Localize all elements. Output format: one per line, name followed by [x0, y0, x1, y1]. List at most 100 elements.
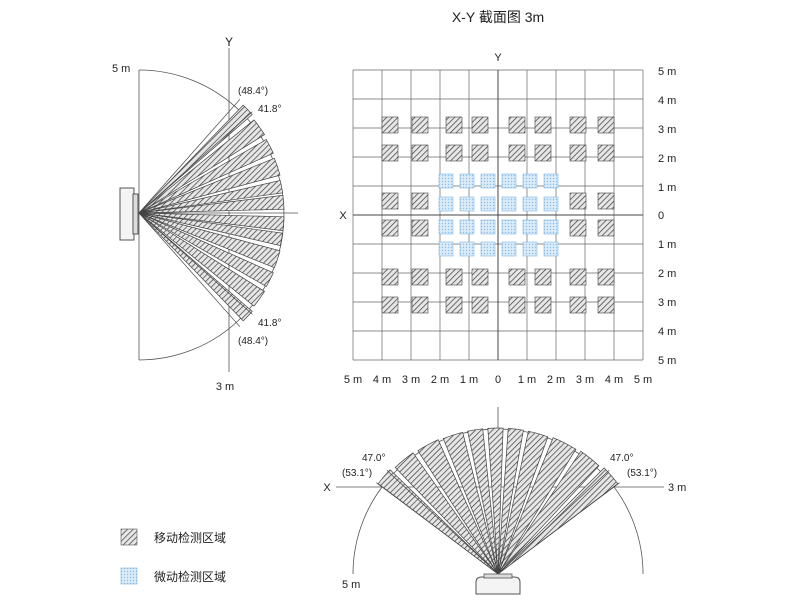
- side-beam: [138, 139, 274, 214]
- micro-zone: [459, 196, 475, 212]
- top-view-beams: [376, 427, 620, 575]
- micro-zone: [522, 241, 538, 257]
- micro-zone: [501, 173, 517, 189]
- top-right-outer-angle: (53.1°): [627, 468, 657, 479]
- motion-zone: [445, 116, 463, 134]
- motion-zone: [471, 296, 489, 314]
- top-sensor-body: [475, 576, 521, 595]
- motion-zone: [471, 268, 489, 286]
- grid-right-tick: 3 m: [658, 297, 676, 309]
- micro-zone: [522, 173, 538, 189]
- motion-zone: [411, 219, 429, 237]
- motion-zone: [508, 144, 526, 162]
- grid-right-tick: 3 m: [658, 124, 676, 136]
- side-beam: [138, 157, 281, 214]
- top-beam: [487, 427, 504, 575]
- side-sensor-body: [119, 187, 135, 241]
- top-left-inner-angle: 47.0°: [362, 453, 385, 464]
- side-angle-ray: [138, 111, 253, 214]
- motion-zone: [411, 268, 429, 286]
- micro-zone: [543, 173, 559, 189]
- grid-right-tick: 5 m: [658, 355, 676, 367]
- motion-zone: [508, 296, 526, 314]
- legend: 移动检测区域 微动检测区域: [120, 528, 226, 585]
- micro-zone: [543, 241, 559, 257]
- motion-zone: [381, 296, 399, 314]
- side-beam: [138, 212, 253, 322]
- side-angle-ray: [138, 212, 253, 315]
- grid-bottom-tick: 1 m: [460, 374, 478, 386]
- top-angle-ray: [497, 470, 610, 575]
- micro-zone: [522, 196, 538, 212]
- top-x-label: X: [323, 482, 331, 494]
- grid-right-tick: 4 m: [658, 95, 676, 107]
- side-beam: [138, 212, 285, 232]
- grid-right-tick: 1 m: [658, 239, 676, 251]
- grid-right-tick: 0: [658, 210, 664, 222]
- motion-zone: [381, 144, 399, 162]
- grid-bottom-tick: 2 m: [547, 374, 565, 386]
- micro-zone: [480, 219, 496, 235]
- motion-zone: [381, 268, 399, 286]
- grid-bottom-tick: 3 m: [402, 374, 420, 386]
- top-left-outer-angle: (53.1°): [342, 468, 372, 479]
- motion-zone: [569, 144, 587, 162]
- micro-zone: [459, 219, 475, 235]
- top-sensor-lens: [483, 573, 513, 579]
- top-beam: [467, 428, 499, 575]
- side-beam: [138, 212, 281, 269]
- motion-zone: [445, 296, 463, 314]
- motion-zone: [534, 144, 552, 162]
- micro-zone: [438, 173, 454, 189]
- side-beam: [138, 212, 274, 287]
- top-radius-label: 5 m: [342, 579, 360, 591]
- grid-view: Y X 5 m 4 m 3 m 2 m 1 m 0 1 m 2 m 3 m 4 …: [339, 52, 676, 386]
- motion-zone: [597, 192, 615, 210]
- micro-zone: [543, 219, 559, 235]
- top-beam: [394, 452, 499, 575]
- micro-zone: [438, 241, 454, 257]
- side-beam: [138, 179, 283, 214]
- side-view-beams: [138, 99, 285, 327]
- top-beam: [497, 450, 600, 575]
- motion-zone: [569, 116, 587, 134]
- micro-zone: [501, 219, 517, 235]
- legend-micro-label: 微动检测区域: [154, 569, 226, 584]
- motion-zone: [445, 144, 463, 162]
- grid-right-tick: 5 m: [658, 66, 676, 78]
- grid-bottom-tick: 4 m: [605, 374, 623, 386]
- grid-bottom-tick: 5 m: [634, 374, 652, 386]
- side-beam: [138, 194, 285, 214]
- top-beam: [497, 437, 577, 575]
- side-beam: [138, 212, 265, 307]
- grid-right-tick: 2 m: [658, 153, 676, 165]
- motion-zone: [534, 116, 552, 134]
- grid-bottom-tick: 2 m: [431, 374, 449, 386]
- side-top-inner-angle: 41.8°: [258, 104, 281, 115]
- side-beam: [138, 119, 265, 214]
- side-beam: [138, 212, 283, 247]
- grid-x-label: X: [339, 210, 347, 222]
- micro-zone: [480, 173, 496, 189]
- top-angle-ray: [386, 470, 499, 575]
- side-beam: [138, 104, 253, 214]
- motion-zone: [569, 268, 587, 286]
- micro-zone: [480, 241, 496, 257]
- micro-zone: [459, 241, 475, 257]
- grid-bottom-ticks: 5 m 4 m 3 m 2 m 1 m 0 1 m 2 m 3 m 4 m 5 …: [344, 374, 652, 386]
- top-angle-ray: [497, 482, 620, 575]
- side-bottom-label: 3 m: [216, 381, 234, 393]
- motion-zone: [411, 116, 429, 134]
- motion-zone: [597, 144, 615, 162]
- side-bottom-outer-angle: (48.4°): [238, 336, 268, 347]
- motion-zone: [597, 116, 615, 134]
- motion-zone: [569, 219, 587, 237]
- side-sensor-lens: [132, 193, 139, 235]
- grid-zones: [381, 116, 615, 314]
- grid-bottom-tick: 1 m: [518, 374, 536, 386]
- motion-zone: [411, 192, 429, 210]
- motion-zone: [445, 268, 463, 286]
- side-top-outer-angle: (48.4°): [238, 86, 268, 97]
- motion-zone: [597, 219, 615, 237]
